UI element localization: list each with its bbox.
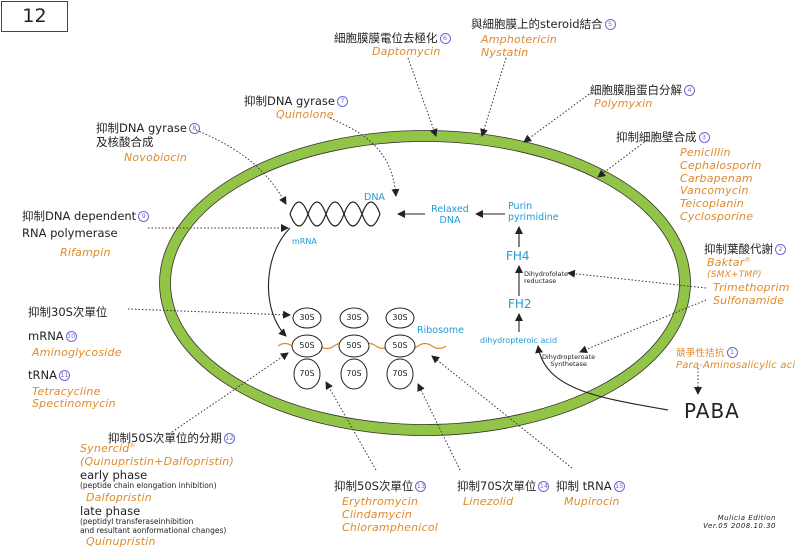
dna-strand-a [289, 201, 381, 227]
ribosome-3-30s: 30S [392, 313, 408, 322]
drug-dalfopristin: Dalfopristin [86, 491, 152, 504]
cell-membrane-ring [159, 130, 691, 436]
dihydropteroic-acid-label: dihydropteroic acid [480, 336, 558, 345]
drug-linezolid: Linezolid [463, 495, 514, 509]
drug-spectinomycin: Spectinomycin [32, 397, 116, 411]
drug-tetracycline: Tetracycline [32, 384, 101, 398]
ptr-daptomycin [407, 57, 438, 137]
drug-note-smx-tmp: (SMX+TMP) [707, 270, 762, 281]
ribosome-3-70s: 70S [392, 369, 408, 378]
drug-rifampin: Rifampin [60, 245, 111, 259]
fh2-label: FH2 [508, 297, 532, 311]
drug-daptomycin: Daptomycin [372, 45, 441, 59]
ptr-polymyxin [523, 91, 593, 143]
drug-synercid-note: (Quinupristin+Dalfopristin) [80, 455, 234, 468]
drug-sulfonamide: Sulfonamide [713, 294, 785, 307]
arrow-paba-to-dhpa [535, 345, 669, 411]
late-phase-note-1: (peptidyl transferaseinhibition [80, 517, 194, 526]
ptr-30s [127, 308, 291, 319]
drug-pas: Para-Aminosalicylic acid [676, 360, 796, 372]
ribosome-2-30s: 30S [346, 313, 362, 322]
drug-mupirocin: Mupirocin [564, 495, 620, 509]
drug-novobiocin: Novobiocin [124, 150, 188, 164]
paba-label: PABA [684, 399, 740, 423]
ptr-quinolone [329, 117, 400, 197]
ribosome-1-50s: 50S [299, 341, 315, 350]
early-phase-label: early phase [80, 468, 148, 482]
ribosome-2 [338, 307, 370, 390]
dna-strand-b [289, 201, 381, 227]
ptr-50s-separation [171, 352, 289, 433]
mrna-label: mRNA [292, 237, 317, 246]
late-phase-note-2: and resultant aonformational changes) [80, 526, 227, 535]
ribosome-3-50s: 50S [392, 341, 408, 350]
drug-penicillin: Penicillin [680, 146, 731, 160]
drug-chloramphenicol: Chloramphenicol [342, 520, 439, 534]
drug-carbapenam: Carbapenam [680, 171, 753, 185]
drug-teicoplanin: Teicoplanin [680, 196, 744, 210]
drug-trimethoprim: Trimethoprim [713, 281, 790, 294]
drug-quinolone: Quinolone [276, 108, 334, 122]
drug-cephalosporin: Cephalosporin [680, 159, 762, 173]
drug-cyclosporine: Cyclosporine [680, 209, 754, 223]
ribosome-1-30s: 30S [299, 313, 315, 322]
ribosome-1 [291, 307, 323, 390]
drug-erythromycin: Erythromycin [342, 495, 419, 509]
ribosome-3 [384, 307, 416, 390]
arrow-dna-to-ribosome [267, 227, 291, 337]
drug-amphotericin: Amphotericin [481, 33, 558, 47]
ptr-amphotericin [480, 57, 507, 137]
late-phase-label: late phase [80, 504, 141, 518]
page-number: 12 [1, 1, 68, 32]
ptr-50s [325, 381, 377, 471]
drug-synercid: Synercid® [80, 442, 136, 455]
cell-ring-inner-edge [170, 141, 680, 425]
drug-quinupristin: Quinupristin [86, 535, 156, 548]
fh4-label: FH4 [506, 249, 530, 263]
drug-baktar: Baktar® [707, 256, 751, 270]
ptr-trimethoprim [567, 269, 707, 289]
cell-ring-outer-edge [159, 130, 691, 436]
ribosome-2-50s: 50S [346, 341, 362, 350]
drug-clindamycin: Clindamycin [342, 508, 412, 522]
ribosome-label: Ribosome [417, 325, 464, 336]
drug-aminoglycoside: Aminoglycoside [32, 345, 122, 359]
drug-vancomycin: Vancomycin [680, 184, 749, 198]
drug-nystatin: Nystatin [481, 46, 529, 60]
ribosome-1-70s: 70S [299, 369, 315, 378]
ribosome-2-70s: 70S [346, 369, 362, 378]
dna-label: DNA [364, 192, 385, 203]
edition-credit: Mulicia Edition Ver.05 2008.10.30 [703, 514, 776, 531]
drug-polymyxin: Polymyxin [594, 97, 653, 111]
early-phase-note: (peptide chain elongation inhibition) [80, 481, 217, 490]
